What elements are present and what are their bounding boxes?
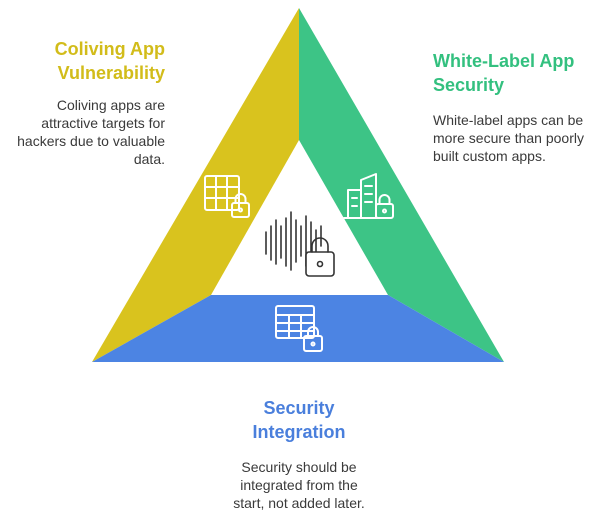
segment-coliving-vulnerability (92, 8, 299, 362)
coliving-vulnerability-description: Coliving apps are attractive targets for… (17, 96, 165, 168)
title-line: Security (433, 75, 505, 95)
segment-white-label-security (299, 8, 504, 362)
desc-line: Security should be (241, 459, 357, 475)
desc-line: attractive targets for (41, 115, 165, 131)
table-lock-icon (275, 305, 323, 352)
title-line: Security (263, 398, 335, 418)
soundwave-lock-icon (265, 211, 335, 277)
title-line: Integration (252, 422, 346, 442)
white-label-security-description: White-label apps can be more secure than… (433, 111, 584, 165)
buildings-lock-icon (343, 173, 394, 219)
desc-line: White-label apps can be (433, 112, 584, 128)
desc-line: Coliving apps are (56, 97, 165, 113)
segment-security-integration (92, 295, 504, 362)
desc-line: start, not added later. (233, 495, 365, 511)
coliving-vulnerability-title: Coliving App Vulnerability (55, 37, 165, 85)
desc-line: built custom apps. (433, 148, 546, 164)
title-line: Vulnerability (57, 63, 165, 83)
title-line: White-Label App (433, 51, 575, 71)
title-line: Coliving App (54, 39, 165, 59)
grid-lock-icon (204, 175, 250, 218)
security-integration-title: Security Integration (199, 396, 399, 444)
security-integration-description: Security should be integrated from the s… (199, 458, 399, 512)
desc-line: integrated from the (240, 477, 358, 493)
white-label-security-title: White-Label App Security (433, 49, 574, 97)
desc-line: data. (133, 151, 165, 167)
desc-line: hackers due to valuable (17, 133, 165, 149)
desc-line: more secure than poorly (433, 130, 584, 146)
